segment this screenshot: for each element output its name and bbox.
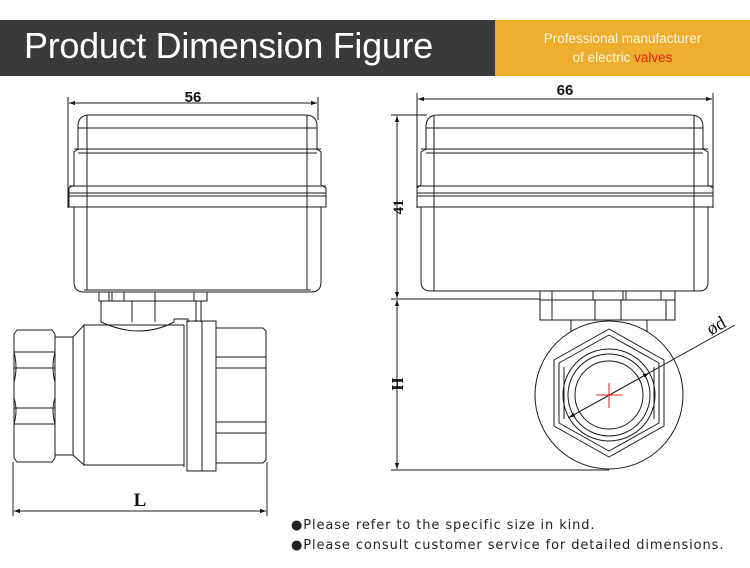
notes-list: ●Please refer to the specific size in ki… (291, 516, 724, 556)
dimension-H-label: H (388, 377, 407, 390)
stem-coupling-side (98, 291, 208, 322)
dimension-56-label: 56 (185, 89, 202, 106)
note-item: ●Please consult customer service for det… (291, 538, 725, 553)
actuator-housing-side (68, 114, 327, 293)
dimension-diameter (567, 324, 736, 419)
dimension-diameter-label: ød (703, 312, 730, 340)
dimension-L (12, 462, 268, 516)
valve-body-side (13, 318, 267, 472)
dimension-41-H (391, 114, 609, 471)
note-item: ●Please refer to the specific size in ki… (291, 518, 596, 533)
dimension-41-label: 41 (391, 200, 407, 215)
title-box: Product Dimension Figure (0, 20, 495, 76)
tagline-box: Professional manufacturer of electric va… (495, 20, 750, 76)
center-mark-icon (596, 383, 622, 408)
page-title: Product Dimension Figure (24, 25, 433, 66)
dimension-56 (67, 97, 319, 208)
side-view (12, 97, 327, 516)
tagline: Professional manufacturer of electric va… (495, 29, 750, 67)
dimension-L-label: L (134, 490, 147, 511)
dimension-66-label: 66 (557, 82, 574, 99)
end-view (391, 93, 736, 471)
tagline-line1: Professional manufacturer (543, 31, 702, 46)
header-banner: Product Dimension Figure Professional ma… (0, 20, 750, 76)
stem-coupling-end (539, 290, 676, 332)
dimension-66 (416, 93, 714, 208)
tagline-accent-word: valves (634, 50, 673, 65)
tagline-line2-prefix: of electric (572, 50, 635, 65)
actuator-housing-end (416, 114, 714, 292)
